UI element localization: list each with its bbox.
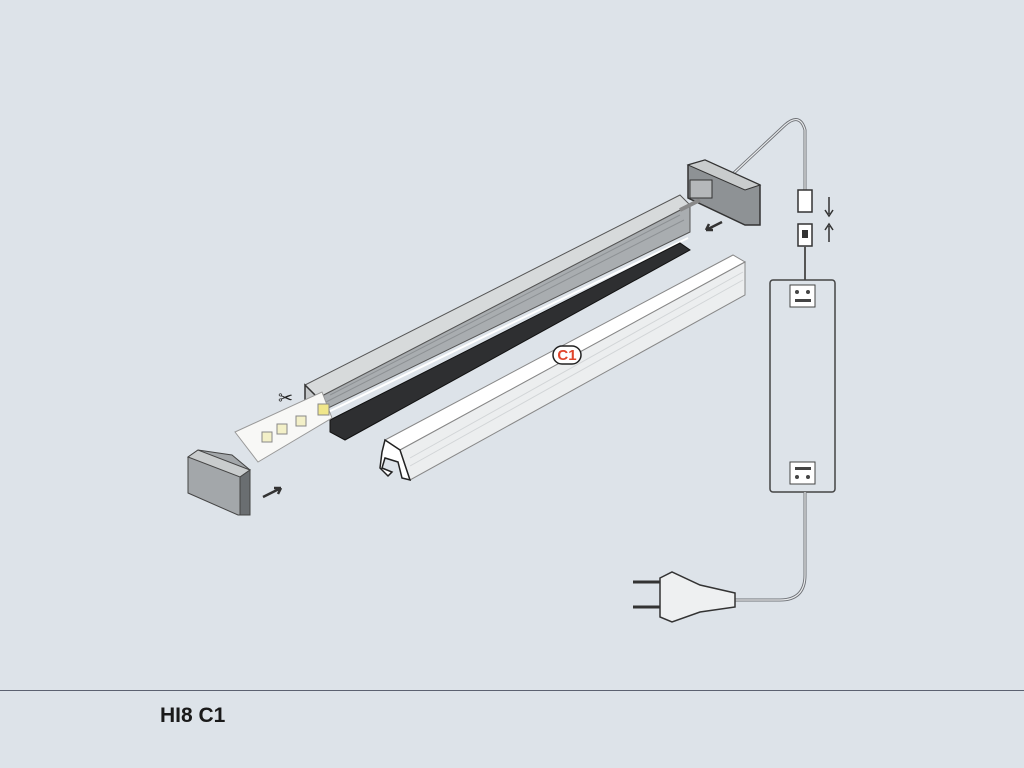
arrow-insert-endcap-right (704, 220, 723, 232)
arrow-insert-endcap-left (262, 486, 283, 499)
dark-diffuser (329, 242, 691, 441)
scissors-icon: ✂ (278, 388, 293, 408)
connect-arrows-icon (824, 197, 834, 242)
end-cap-left (186, 449, 252, 516)
cover-label: C1 (557, 347, 576, 364)
power-cable-lower (735, 492, 807, 602)
product-code: HI8 C1 (160, 704, 226, 727)
footer-divider (0, 690, 1024, 691)
cable-connector (797, 189, 813, 247)
led-driver (769, 279, 836, 493)
cover-c1: C1 (379, 254, 747, 482)
power-cable-upper-inner (704, 119, 806, 201)
aluminum-profile (304, 194, 691, 417)
cover-label-badge (552, 345, 582, 365)
led-strip (234, 391, 333, 463)
euro-plug (633, 571, 736, 623)
assembly-diagram: C1 ✂ (186, 118, 836, 623)
led-light-line (319, 237, 689, 417)
end-cap-with-cable (679, 159, 762, 226)
